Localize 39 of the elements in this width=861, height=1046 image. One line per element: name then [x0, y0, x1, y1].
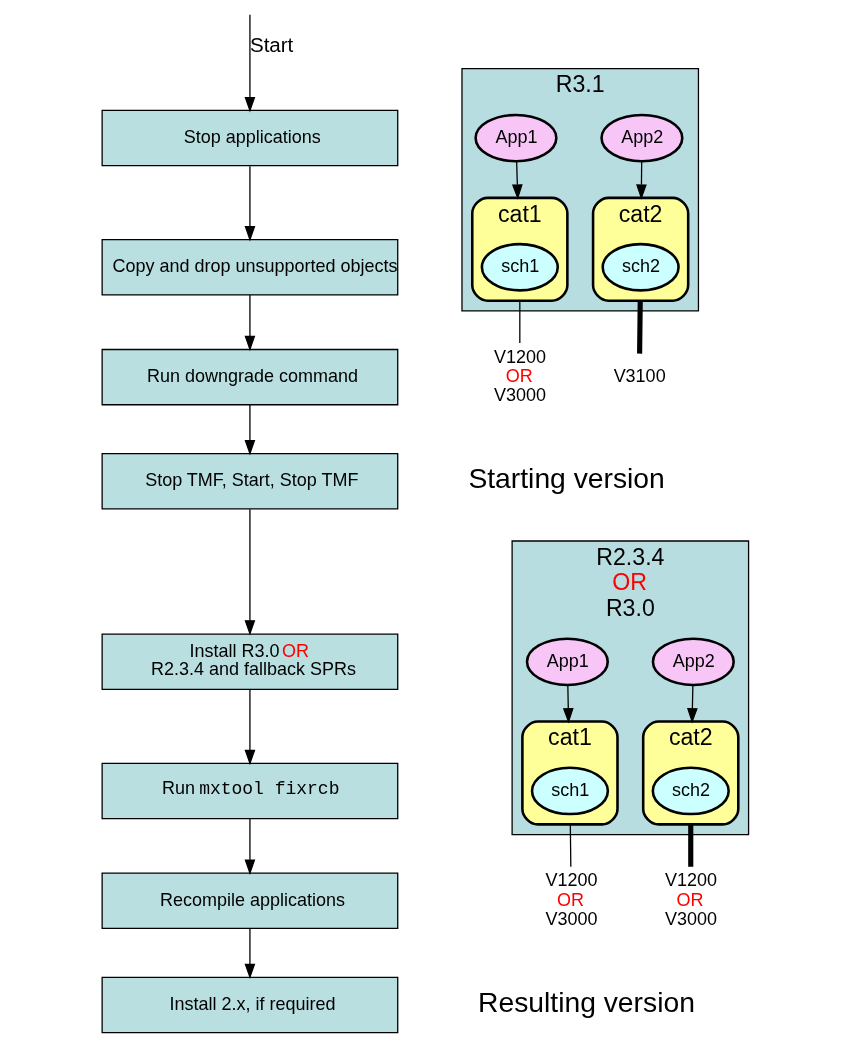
label: Starting version [468, 462, 665, 495]
label: Resulting version [478, 986, 695, 1019]
arrow [244, 165, 256, 242]
node-box: Run mxtool fixrcb [101, 762, 399, 820]
connector [569, 823, 572, 868]
node-box: Install R3.0 OR R2.3.4 and fallback SPRs [101, 633, 399, 691]
edge-label: Start [249, 32, 294, 56]
node-ellipse: App2 [600, 113, 684, 163]
arrow [244, 508, 256, 636]
node-text: V1200 OR V3000 [494, 346, 547, 406]
arrow [636, 160, 647, 200]
arrow [562, 684, 574, 724]
node-box: Stop applications [101, 109, 399, 167]
arrow [244, 689, 256, 766]
node-ellipse: sch1 [480, 242, 559, 292]
node-box: Install 2.x, if required [101, 976, 399, 1034]
connector [519, 300, 521, 344]
connector [688, 824, 694, 867]
node-ellipse: App1 [474, 113, 558, 163]
arrow [687, 684, 698, 724]
node-box: Run downgrade command [101, 348, 399, 406]
connector [637, 300, 643, 354]
node-ellipse: sch2 [601, 242, 680, 292]
arrow [244, 928, 256, 980]
node-text: V3100 [613, 365, 666, 386]
node-ellipse: sch1 [530, 766, 610, 816]
node-text: V1200 OR V3000 [665, 870, 718, 929]
arrow [244, 14, 256, 113]
node-box: Copy and drop unsupported objects [101, 238, 399, 296]
node-ellipse: sch2 [651, 766, 730, 816]
node-box: Recompile applications [101, 872, 399, 930]
arrow [244, 404, 256, 456]
node-box: Stop TMF, Start, Stop TMF [101, 452, 399, 510]
node-ellipse: App2 [651, 637, 735, 687]
arrow [511, 160, 523, 200]
arrow [244, 818, 256, 875]
node-ellipse: App1 [525, 637, 609, 687]
node-text: V1200 OR V3000 [545, 870, 598, 929]
arrow [244, 294, 256, 352]
